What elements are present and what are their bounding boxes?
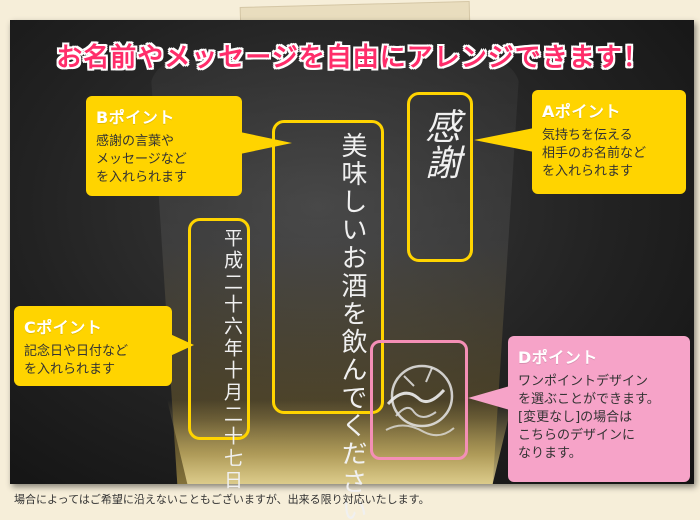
callout-a: Aポイント 気持ちを伝える 相手のお名前など を入れられます (532, 90, 686, 194)
callout-d-pointer (468, 386, 510, 410)
callout-b-pointer (240, 132, 292, 154)
callout-a-title: Aポイント (542, 102, 621, 121)
callout-c-text: 記念日や日付など を入れられます (24, 344, 129, 377)
headline: お名前やメッセージを自由にアレンジできます！ (56, 43, 650, 73)
callout-d: Dポイント ワンポイントデザイン を選ぶことができます。 [変更なし]の場合は … (508, 336, 690, 482)
callout-c-pointer (170, 334, 194, 356)
callout-b: Bポイント 感謝の言葉や メッセージなど を入れられます (86, 96, 242, 196)
one-point-design-icon (385, 364, 455, 437)
engraving-a: 感謝 (419, 108, 460, 180)
frame-a (407, 92, 473, 262)
footer-note: 場合によってはご希望に沿えないこともございますが、出来る限り対応いたします。 (14, 493, 430, 506)
callout-b-text: 感謝の言葉や メッセージなど を入れられます (96, 134, 188, 185)
callout-a-pointer (474, 128, 534, 152)
callout-a-text: 気持ちを伝える 相手のお名前など を入れられます (542, 128, 647, 179)
callout-b-title: Bポイント (96, 108, 175, 127)
frame-b (272, 120, 384, 414)
callout-c: Cポイント 記念日や日付など を入れられます (14, 306, 172, 386)
engraving-b: 美味しいお酒を飲んでください (337, 132, 367, 520)
callout-d-title: Dポイント (518, 348, 598, 367)
frame-c (188, 218, 250, 440)
frame-d (370, 340, 468, 460)
engraving-c: 平成二十六年十月二十七日 (221, 228, 243, 492)
callout-d-text: ワンポイントデザイン を選ぶことができます。 [変更なし]の場合は こちらのデザ… (518, 374, 660, 461)
glass-base (167, 400, 513, 484)
callout-c-title: Cポイント (24, 318, 103, 337)
